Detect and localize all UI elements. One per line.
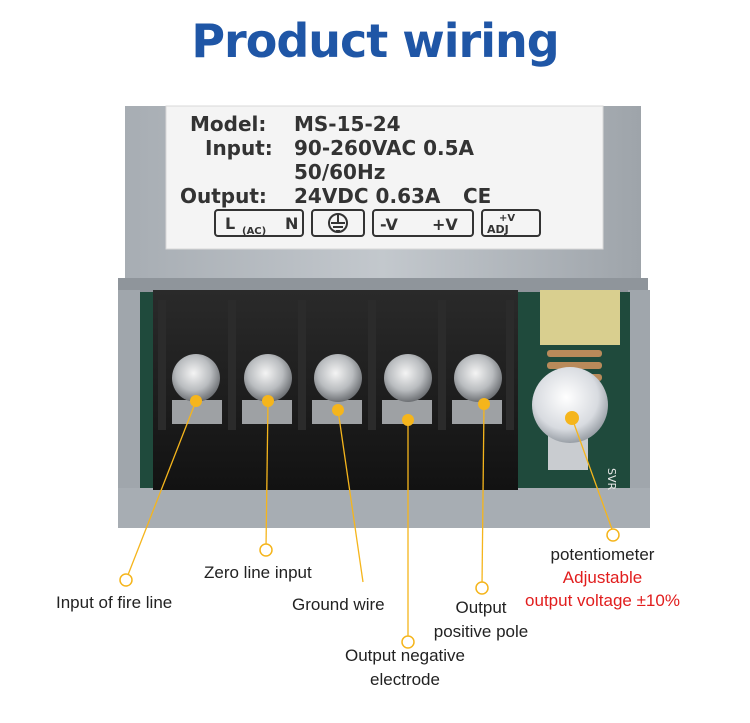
- terminal-n: N: [285, 214, 298, 233]
- page-title: Product wiring: [191, 14, 559, 68]
- screw-pos: [454, 354, 502, 402]
- terminal-box-ground: [311, 209, 365, 237]
- callout-output-negative-line1: Output negative: [344, 646, 466, 665]
- input-frequency: 50/60Hz: [294, 160, 385, 184]
- screw-ground: [314, 354, 362, 402]
- case-right-side: [628, 290, 650, 528]
- terminal-plates: [172, 400, 502, 424]
- terminal-pos: +V: [432, 215, 458, 234]
- case-left-side: [118, 290, 140, 528]
- case-bottom: [118, 488, 650, 528]
- terminal-l: L: [225, 214, 235, 233]
- board-component: [540, 290, 620, 345]
- terminal-neg: -V: [380, 215, 398, 234]
- callout-output-positive-line2: positive pole: [433, 622, 529, 641]
- screw-l: [172, 354, 220, 402]
- callout-potentiometer: potentiometer Adjustable output voltage …: [510, 545, 695, 611]
- terminal-adj-top: +V: [499, 213, 515, 224]
- callout-potentiometer-line3: output voltage ±10%: [525, 591, 680, 610]
- callout-dots: [190, 395, 579, 426]
- callout-output-positive: Output positive pole: [422, 598, 540, 642]
- callout-output-positive-line1: Output: [455, 598, 507, 617]
- ce-mark: CE: [463, 184, 491, 208]
- output-key: Output:: [180, 184, 267, 208]
- terminal-dividers: [158, 300, 514, 430]
- terminal-box-adj: [481, 209, 541, 237]
- callout-potentiometer-line1: potentiometer: [550, 545, 655, 564]
- board-mark: SVR: [605, 468, 618, 491]
- terminal-box-ac: [214, 209, 304, 237]
- terminal-box-output: [372, 209, 474, 237]
- potentiometer-knob: [532, 367, 608, 470]
- input-key: Input:: [205, 136, 273, 160]
- callout-output-negative-line2: electrode: [370, 670, 440, 689]
- callout-output-negative: Output negative electrode: [330, 646, 480, 690]
- callout-lines: [125, 400, 614, 640]
- spec-label: [165, 105, 604, 250]
- callout-ground: Ground wire: [292, 595, 385, 614]
- screw-n: [244, 354, 292, 402]
- model-key: Model:: [190, 112, 266, 136]
- model-value: MS-15-24: [294, 112, 401, 136]
- callout-potentiometer-line2: Adjustable: [562, 568, 643, 587]
- terminal-ac: (AC): [242, 226, 266, 237]
- callout-zero-line: Zero line input: [204, 563, 312, 582]
- callout-fire-line: Input of fire line: [56, 593, 173, 612]
- input-value: 90-260VAC 0.5A: [294, 136, 475, 160]
- output-value: 24VDC 0.63A: [294, 184, 441, 208]
- ground-icon: [328, 213, 348, 233]
- screw-neg: [384, 354, 432, 402]
- callout-end-markers: [119, 528, 620, 649]
- terminal-adj-bottom: ADJ: [487, 223, 509, 236]
